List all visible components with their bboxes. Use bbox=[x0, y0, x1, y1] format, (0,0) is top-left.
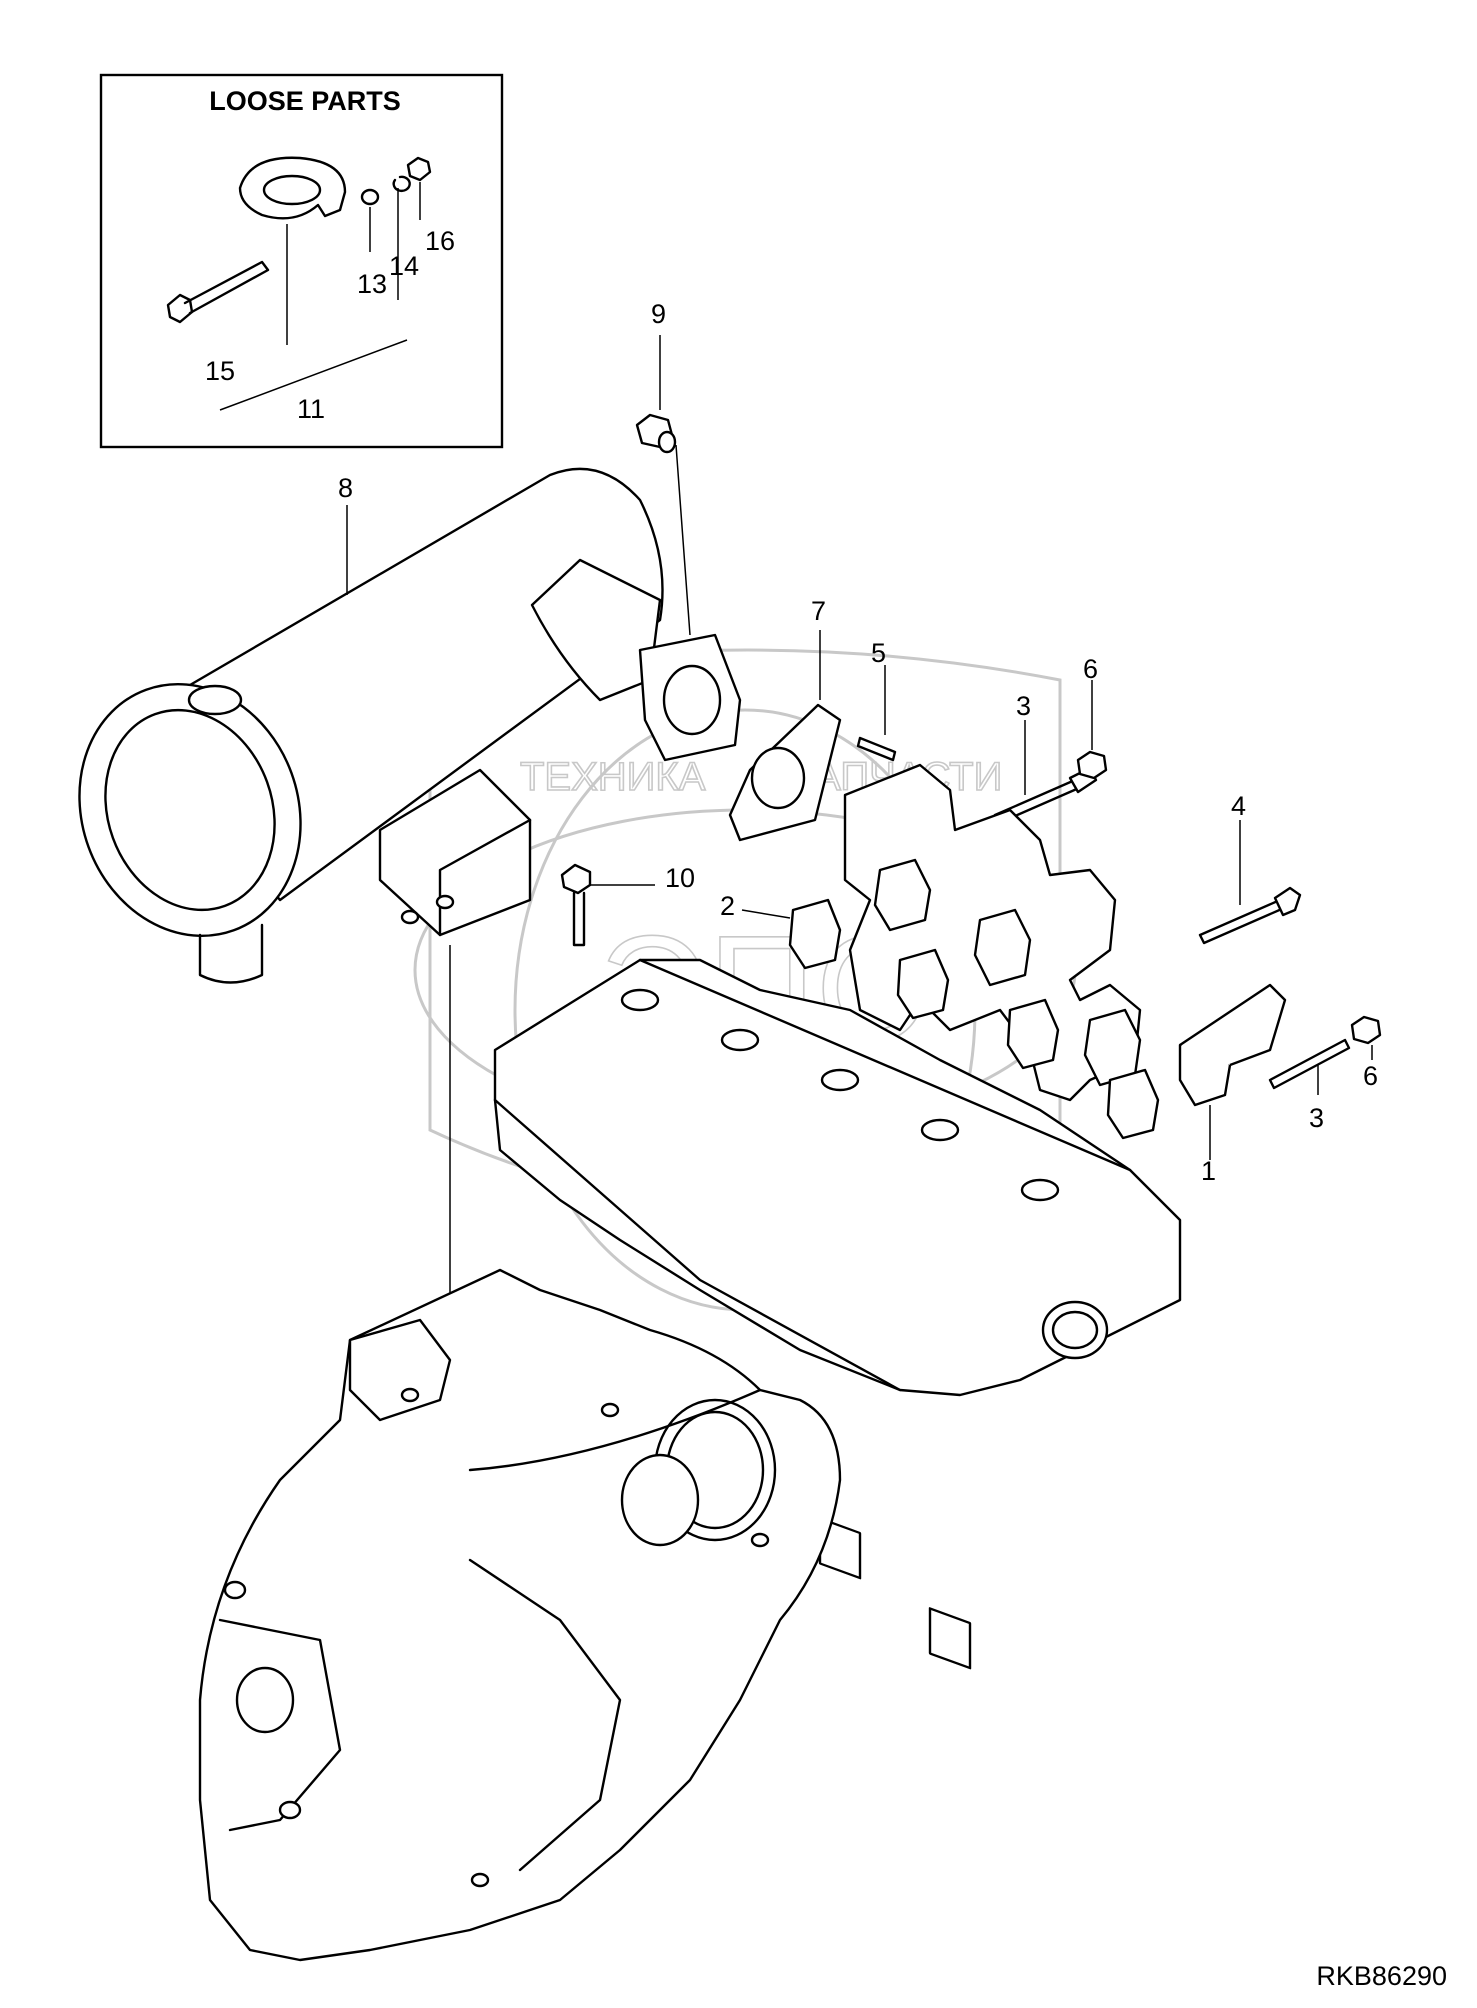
exhaust-manifold-part-1 bbox=[843, 763, 1287, 1107]
bolt-part-4 bbox=[1198, 886, 1302, 945]
clamp-part-11 bbox=[238, 156, 347, 220]
loose-parts-title: LOOSE PARTS bbox=[209, 86, 401, 116]
nut-part-16 bbox=[406, 156, 432, 182]
label-16: 16 bbox=[425, 226, 455, 256]
nut-part-9 bbox=[635, 413, 677, 454]
washer-part-13 bbox=[360, 188, 380, 206]
bolt-part-3-lower bbox=[1268, 1038, 1351, 1090]
flywheel-housing bbox=[198, 1268, 842, 1962]
label-9: 9 bbox=[651, 299, 666, 329]
cylinder-head bbox=[493, 958, 1182, 1670]
nut-part-6-upper bbox=[1076, 750, 1108, 780]
label-14: 14 bbox=[389, 251, 419, 281]
bolt-part-10 bbox=[560, 863, 592, 947]
label-7: 7 bbox=[811, 596, 826, 626]
label-10: 10 bbox=[665, 863, 695, 893]
label-1: 1 bbox=[1201, 1156, 1216, 1186]
label-3-lower: 3 bbox=[1309, 1103, 1324, 1133]
figure-code: RKB86290 bbox=[1316, 1961, 1447, 1991]
label-11: 11 bbox=[297, 394, 325, 424]
muffler-part-8 bbox=[78, 467, 742, 984]
watermark-text-left: ТЕХНИКА bbox=[520, 755, 706, 799]
label-6-lower: 6 bbox=[1363, 1061, 1378, 1091]
bolt-part-15 bbox=[166, 260, 270, 324]
label-4: 4 bbox=[1231, 791, 1246, 821]
label-8: 8 bbox=[338, 473, 353, 503]
stud-part-5 bbox=[856, 736, 897, 762]
gasket-part-7 bbox=[728, 703, 842, 842]
label-2: 2 bbox=[720, 891, 735, 921]
label-6-upper: 6 bbox=[1083, 654, 1098, 684]
label-13: 13 bbox=[357, 269, 387, 299]
nut-part-6-lower bbox=[1350, 1015, 1382, 1045]
label-5: 5 bbox=[871, 638, 886, 668]
lock-washer-part-14 bbox=[392, 175, 411, 192]
manifold-gasket-part-2 bbox=[788, 898, 1160, 1140]
loose-parts-box: LOOSE PARTS 13 14 16 15 11 bbox=[99, 73, 504, 449]
label-3-upper: 3 bbox=[1016, 691, 1031, 721]
label-15: 15 bbox=[205, 356, 235, 386]
